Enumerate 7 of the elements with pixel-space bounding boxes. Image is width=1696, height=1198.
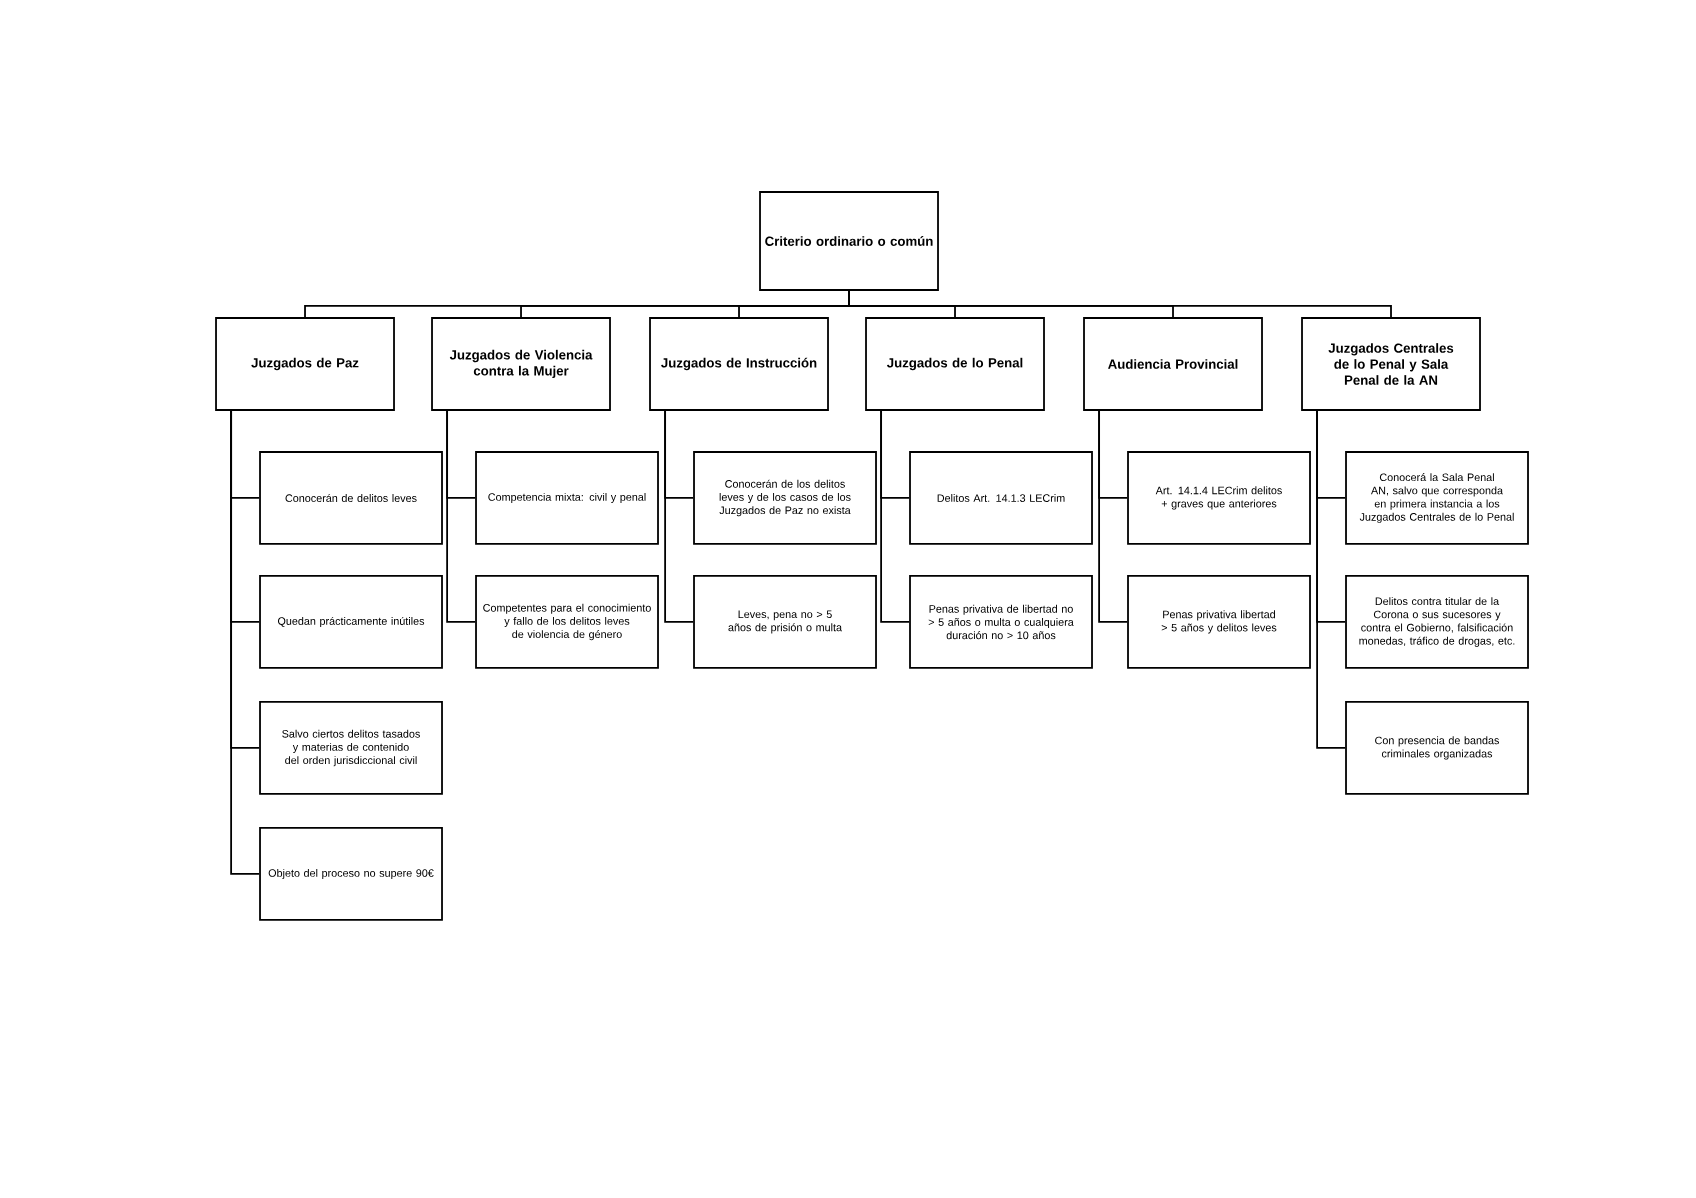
connector-line (848, 290, 1392, 318)
connector-line (664, 410, 694, 623)
connector-line (446, 410, 476, 623)
connector-line (1316, 410, 1346, 749)
connector-line (1098, 410, 1128, 623)
connector-line (880, 410, 910, 623)
connector-line (230, 410, 260, 875)
